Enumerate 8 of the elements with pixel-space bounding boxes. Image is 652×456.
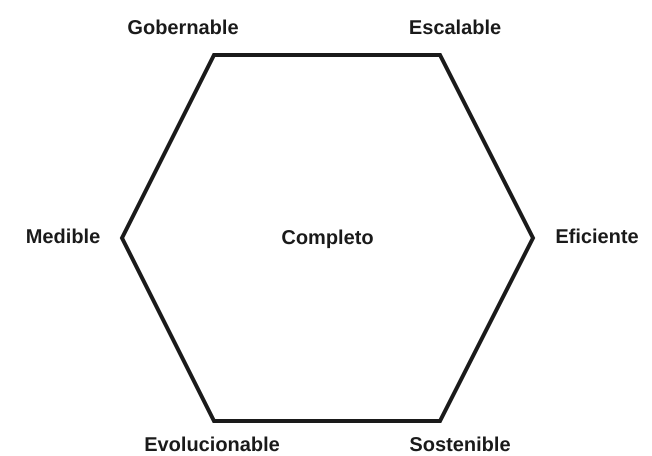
vertex-label: Gobernable bbox=[127, 18, 239, 38]
hexagon-shape bbox=[122, 55, 533, 421]
vertex-label: Escalable bbox=[408, 18, 502, 38]
vertex-label: Sostenible bbox=[409, 435, 511, 455]
vertex-label: Eficiente bbox=[555, 227, 639, 247]
center-label: Completo bbox=[281, 228, 374, 248]
vertex-label: Medible bbox=[26, 227, 100, 247]
vertex-label: Evolucionable bbox=[144, 435, 280, 455]
